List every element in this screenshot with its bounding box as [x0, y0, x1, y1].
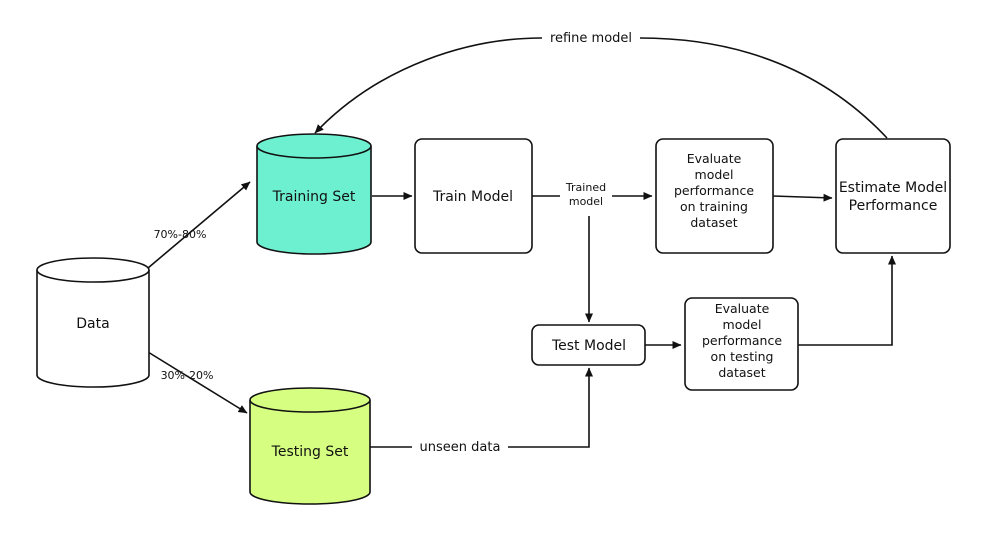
training-set-cylinder-top [256, 133, 372, 159]
test-model-node: Test Model [531, 324, 646, 366]
testing-set-cylinder-body [249, 400, 371, 505]
data-cylinder-body [36, 270, 150, 388]
estimate-line2: Performance [849, 198, 938, 214]
testing-set-label: Testing Set [271, 444, 349, 460]
testing-set-cylinder-top [249, 387, 371, 413]
edge-testing-set-to-test-model [370, 368, 589, 448]
test-model-label: Test Model [551, 338, 626, 354]
evaluate-testing-line5: dataset [718, 365, 765, 380]
trained-model-label-line2: model [569, 195, 603, 208]
evaluate-training-line4: on training [680, 199, 748, 214]
testing-set-node: Testing Set [249, 387, 371, 505]
evaluate-training-line1: Evaluate [687, 151, 742, 166]
edge-evaluate-training-to-estimate [772, 193, 833, 202]
training-set-cylinder-body [256, 146, 372, 255]
unseen-data-label: unseen data [420, 440, 501, 455]
evaluate-training-line3: performance [674, 183, 754, 198]
evaluate-testing-node: Evaluate model performance on testing da… [684, 297, 799, 391]
refine-model-label: refine model [550, 31, 632, 46]
evaluate-testing-line1: Evaluate [715, 301, 770, 316]
trained-model-label-line1: Trained [565, 181, 606, 194]
split-test-label: 30%-20% [161, 369, 214, 382]
edge-evaluate-testing-to-estimate [798, 255, 896, 346]
estimate-line1: Estimate Model [839, 180, 947, 196]
split-train-label: 70%-80% [154, 228, 207, 241]
edge-data-to-training-set [147, 181, 251, 269]
evaluate-training-line5: dataset [690, 215, 737, 230]
edge-data-to-testing-set [147, 351, 248, 414]
data-node: Data [36, 257, 150, 388]
evaluate-training-node: Evaluate model performance on training d… [655, 138, 774, 254]
data-cylinder-top [36, 257, 150, 283]
evaluate-testing-line2: model [723, 317, 762, 332]
evaluate-training-box [655, 138, 774, 254]
train-model-label: Train Model [432, 189, 513, 205]
training-set-node: Training Set [256, 133, 372, 255]
train-model-node: Train Model [414, 138, 533, 254]
estimate-node: Estimate Model Performance [835, 138, 951, 254]
data-label: Data [76, 316, 109, 332]
training-set-label: Training Set [272, 189, 356, 205]
evaluate-testing-box [684, 297, 799, 391]
evaluate-training-line2: model [695, 167, 734, 182]
edge-refine-model-loop [315, 37, 888, 138]
estimate-box [835, 138, 951, 254]
train-model-box [414, 138, 533, 254]
test-model-box [531, 324, 646, 366]
evaluate-testing-line3: performance [702, 333, 782, 348]
evaluate-testing-line4: on testing [711, 349, 774, 364]
